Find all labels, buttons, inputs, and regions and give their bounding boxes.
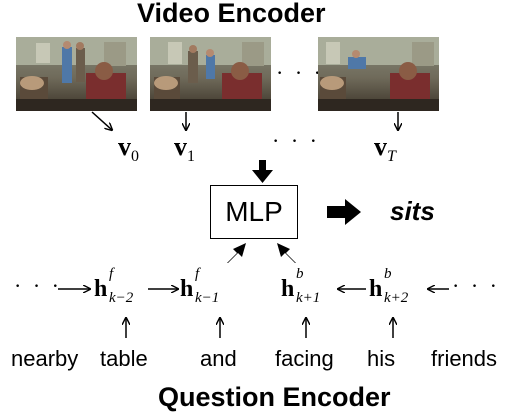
- vector-vt-symbol: v: [374, 132, 387, 161]
- vector-ellipsis: · · ·: [272, 128, 320, 153]
- hidden-state-k-minus-2: h f k−2: [94, 266, 154, 316]
- hidden-state-k-plus-2-superscript: b: [384, 266, 392, 282]
- word-table: table: [100, 346, 148, 371]
- vector-v0: v0: [118, 132, 139, 166]
- word-facing: facing: [275, 346, 334, 371]
- word-friends: friends: [431, 346, 498, 371]
- question-right-ellipsis: · · ·: [452, 273, 500, 298]
- vector-v0-subscript: 0: [131, 148, 139, 165]
- vector-vt: vT: [374, 132, 396, 166]
- video-frame-1-image: [150, 37, 271, 111]
- video-frame-t-image: [318, 37, 439, 111]
- video-frame-t: [318, 37, 439, 111]
- mlp-box: MLP: [210, 185, 298, 239]
- hidden-state-k-plus-2: h b k+2: [369, 266, 429, 316]
- hidden-state-k-plus-1-subscript: k+1: [296, 290, 321, 306]
- vector-vt-subscript: T: [387, 148, 396, 165]
- hidden-state-k-minus-1: h f k−1: [180, 266, 240, 316]
- hidden-state-k-minus-1-subscript: k−1: [195, 290, 220, 306]
- vector-v0-symbol: v: [118, 132, 131, 161]
- hidden-state-k-minus-1-symbol: h: [180, 276, 194, 302]
- mlp-to-answer-arrow: [327, 199, 361, 225]
- hidden-state-k-minus-2-symbol: h: [94, 276, 108, 302]
- mlp-label: MLP: [225, 196, 283, 227]
- hidden-state-k-plus-2-symbol: h: [369, 276, 383, 302]
- backward-state-to-mlp-arrow: [277, 243, 296, 263]
- question-encoder-title: Question Encoder: [158, 382, 391, 412]
- hidden-state-k-plus-1-superscript: b: [296, 266, 304, 282]
- vector-v1-subscript: 1: [187, 148, 195, 165]
- answer-label: sits: [390, 196, 435, 226]
- question-left-ellipsis: · · ·: [14, 273, 62, 298]
- hidden-state-k-plus-1: h b k+1: [281, 266, 341, 316]
- word-his: his: [367, 346, 396, 371]
- hidden-state-k-minus-2-superscript: f: [109, 266, 114, 282]
- word-nearby: nearby: [11, 346, 79, 371]
- frame-ellipsis: · · ·: [276, 60, 324, 85]
- video-frame-1: [150, 37, 271, 111]
- video-frame-0: [16, 37, 137, 111]
- hidden-state-k-minus-1-superscript: f: [195, 266, 200, 282]
- vector-v1: v1: [174, 132, 195, 166]
- frame0-to-v0-arrow: [91, 111, 112, 130]
- video-to-mlp-arrow: [252, 160, 273, 183]
- hidden-state-k-plus-1-symbol: h: [281, 276, 295, 302]
- forward-state-to-mlp-arrow: [227, 243, 246, 263]
- hidden-state-k-plus-2-subscript: k+2: [384, 290, 409, 306]
- word-and: and: [200, 346, 237, 371]
- hidden-state-k-minus-2-subscript: k−2: [109, 290, 134, 306]
- video-encoder-title: Video Encoder: [137, 0, 326, 28]
- vector-v1-symbol: v: [174, 132, 187, 161]
- video-frame-0-image: [16, 37, 137, 111]
